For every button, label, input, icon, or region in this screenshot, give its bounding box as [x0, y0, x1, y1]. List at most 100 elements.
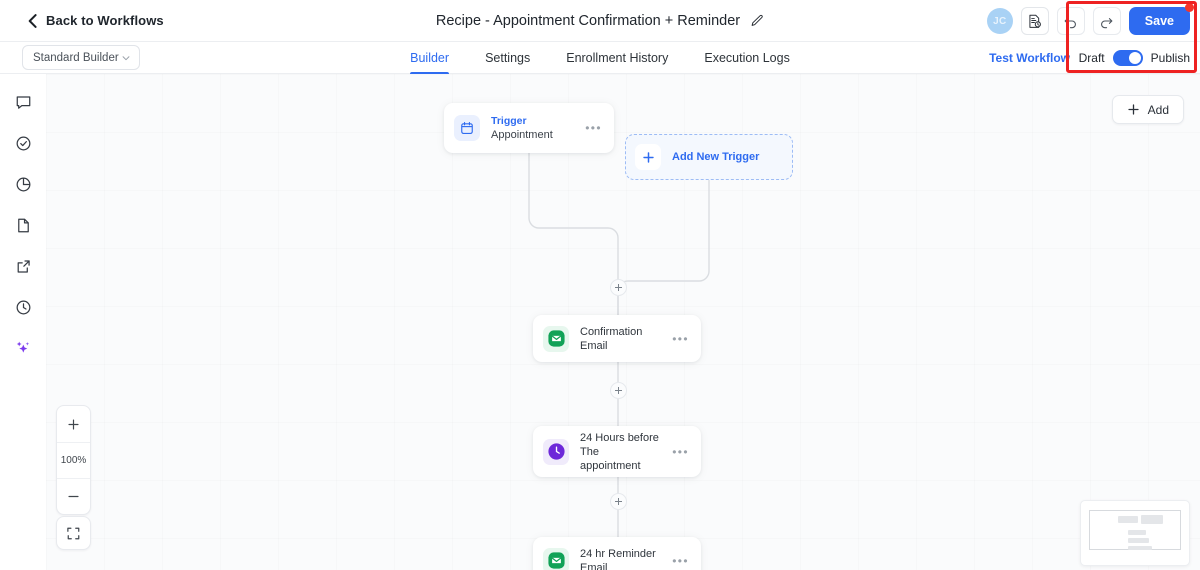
- top-bar-right-actions: JC: [986, 0, 1200, 42]
- tab-bar: Builder Settings Enrollment History Exec…: [0, 42, 1200, 74]
- external-link-icon: [17, 259, 30, 273]
- save-button-label: Save: [1144, 14, 1174, 28]
- workflow-canvas[interactable]: Trigger Appointment ••• Add New Trigger: [46, 74, 1200, 570]
- test-workflow-button[interactable]: Test Workflow: [989, 51, 1070, 65]
- node-confirmation-email[interactable]: Confirmation Email •••: [533, 315, 701, 362]
- back-to-workflows-button[interactable]: Back to Workflows: [28, 13, 164, 28]
- left-icon-rail: [0, 74, 46, 570]
- node-delay[interactable]: 24 Hours before The appointment •••: [533, 426, 701, 477]
- connector-add-step-3[interactable]: [610, 493, 627, 510]
- minimap-node: [1128, 538, 1149, 543]
- document-history-icon: [1029, 14, 1042, 28]
- connector-add-step-1[interactable]: [610, 279, 627, 296]
- add-step-label: Add: [1147, 102, 1169, 117]
- rail-item-documents[interactable]: [9, 211, 37, 239]
- rail-item-tasks[interactable]: [9, 129, 37, 157]
- plus-icon: [1128, 104, 1139, 115]
- sparkles-ai-icon: [16, 341, 30, 353]
- minimap-node: [1141, 515, 1163, 524]
- plus-icon: [642, 151, 654, 163]
- node-icon-wrapper: [543, 325, 569, 352]
- zoom-level-label: 100%: [57, 442, 90, 478]
- redo-arrow-icon: [1101, 17, 1113, 28]
- zoom-in-button[interactable]: [57, 406, 90, 442]
- tab-enrollment-history[interactable]: Enrollment History: [566, 51, 669, 65]
- chevron-down-icon: [122, 55, 130, 60]
- ellipsis-icon[interactable]: •••: [672, 553, 689, 568]
- ellipsis-icon[interactable]: •••: [672, 444, 689, 459]
- back-to-workflows-label: Back to Workflows: [46, 13, 164, 28]
- node-delay-label-line1: 24 Hours before The: [580, 431, 659, 458]
- fit-view-button[interactable]: [56, 516, 91, 550]
- builder-type-select[interactable]: Standard Builder: [22, 45, 140, 70]
- tab-execution-logs[interactable]: Execution Logs: [704, 51, 790, 65]
- sub-bar: Standard Builder Builder Settings Enroll…: [0, 42, 1200, 74]
- canvas-minimap[interactable]: [1080, 500, 1190, 566]
- add-step-button[interactable]: Add: [1111, 95, 1184, 124]
- add-new-trigger-button[interactable]: Add New Trigger: [625, 134, 793, 180]
- clock-history-icon: [16, 300, 30, 314]
- redo-button[interactable]: [1092, 7, 1121, 35]
- chevron-left-icon: [28, 13, 37, 28]
- node-text: 24 hr Reminder Email: [580, 547, 672, 570]
- top-bar: Back to Workflows Recipe - Appointment C…: [0, 0, 1200, 42]
- minimap-viewport: [1089, 510, 1181, 550]
- minus-icon: [68, 495, 79, 498]
- toggle-knob: [1128, 52, 1141, 64]
- node-reminder-email[interactable]: 24 hr Reminder Email •••: [533, 537, 701, 570]
- node-text: Trigger Appointment: [491, 115, 585, 142]
- page-title: Recipe - Appointment Confirmation + Remi…: [435, 13, 741, 29]
- avatar[interactable]: JC: [986, 8, 1013, 34]
- zoom-controls: 100%: [56, 405, 91, 515]
- canvas-content: Trigger Appointment ••• Add New Trigger: [46, 74, 1200, 570]
- unsaved-changes-dot: [1185, 3, 1194, 12]
- draft-publish-toggle-group: Draft Publish: [1079, 42, 1190, 74]
- plus-icon: [68, 418, 79, 430]
- node-reminder-email-label: 24 hr Reminder Email: [580, 547, 656, 570]
- publish-label: Publish: [1150, 51, 1190, 65]
- draft-label: Draft: [1078, 51, 1105, 65]
- tab-builder[interactable]: Builder: [410, 42, 449, 74]
- minimap-node: [1128, 546, 1152, 550]
- zoom-out-button[interactable]: [57, 478, 90, 514]
- node-trigger-subtitle: Appointment: [491, 128, 553, 141]
- node-icon-wrapper: [543, 438, 569, 465]
- fit-screen-icon: [67, 527, 80, 539]
- rail-item-analytics[interactable]: [9, 170, 37, 198]
- minimap-node: [1118, 516, 1138, 523]
- pie-chart-icon: [16, 177, 30, 191]
- node-trigger-title: Trigger: [491, 114, 527, 127]
- rail-item-history[interactable]: [9, 293, 37, 321]
- node-trigger[interactable]: Trigger Appointment •••: [444, 103, 614, 153]
- rail-item-comments[interactable]: [9, 88, 37, 116]
- node-delay-label-line2: appointment: [580, 459, 641, 472]
- comment-bubble-icon: [16, 95, 30, 109]
- ellipsis-icon[interactable]: •••: [672, 331, 689, 346]
- undo-arrow-icon: [1064, 17, 1077, 28]
- rail-item-ai[interactable]: [9, 334, 37, 362]
- node-confirmation-email-label: Confirmation Email: [580, 325, 643, 352]
- add-new-trigger-label: Add New Trigger: [672, 151, 760, 163]
- ellipsis-icon[interactable]: •••: [585, 121, 602, 135]
- email-icon: [547, 330, 565, 347]
- document-icon: [17, 218, 29, 232]
- node-text: Confirmation Email: [580, 325, 672, 353]
- node-icon-wrapper: [543, 547, 569, 570]
- rail-item-share[interactable]: [9, 252, 37, 280]
- email-icon: [547, 552, 565, 569]
- connector-add-step-2[interactable]: [610, 382, 627, 399]
- builder-type-value: Standard Builder: [33, 51, 119, 64]
- node-icon-wrapper: [454, 115, 480, 141]
- clock-icon: [547, 443, 565, 460]
- minimap-node: [1128, 530, 1146, 535]
- plus-icon-wrapper: [635, 144, 661, 170]
- publish-toggle[interactable]: [1112, 50, 1143, 66]
- version-history-button[interactable]: [1020, 7, 1049, 35]
- check-circle-icon: [16, 136, 30, 150]
- save-button[interactable]: Save: [1128, 3, 1194, 35]
- pencil-icon[interactable]: [750, 14, 764, 28]
- node-text: 24 Hours before The appointment: [580, 431, 672, 473]
- undo-button[interactable]: [1056, 7, 1085, 35]
- tab-settings[interactable]: Settings: [485, 51, 531, 65]
